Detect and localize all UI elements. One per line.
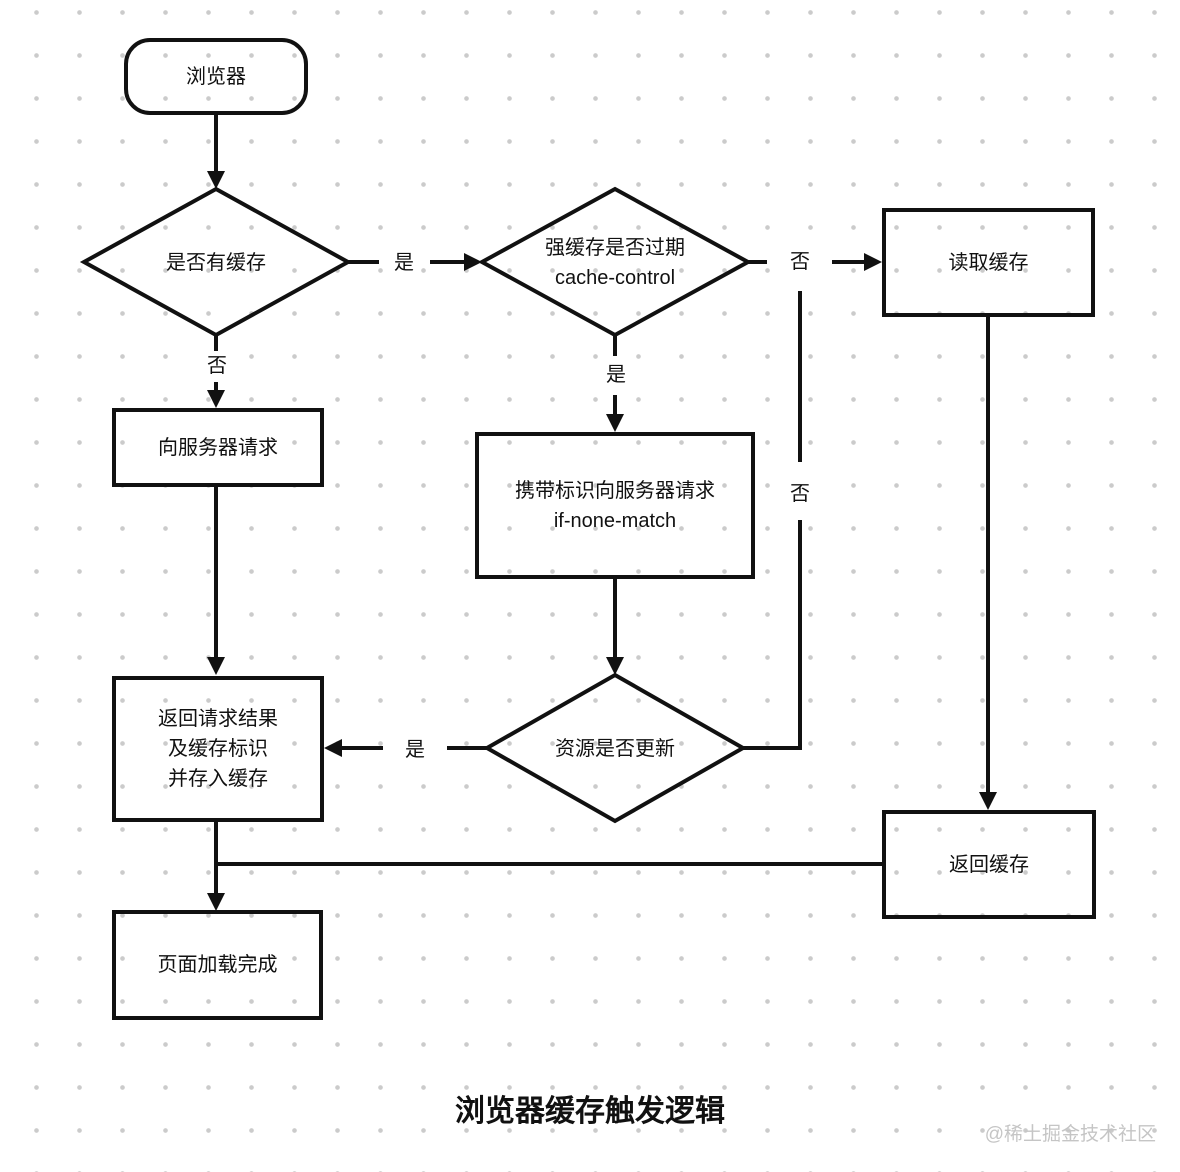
node-request-server: 向服务器请求 [112,408,324,487]
edge-label-resource-updated-yes: 是 [402,738,428,762]
arrowhead-into-strong-cache [464,253,482,271]
arrowhead-into-return-result [324,739,342,757]
edge-label-resource-updated-no: 否 [787,482,813,506]
arrowhead-into-return-cache [979,792,997,810]
arrowhead-into-identifier-box [606,414,624,432]
edge-label-has-cache-no: 否 [204,354,230,378]
node-return-result: 返回请求结果 及缓存标识 并存入缓存 [112,676,324,822]
arrowhead-into-resource-updated [606,657,624,675]
edge-label-strong-cache-no: 否 [787,250,813,274]
watermark-text: @稀土掘金技术社区 [984,1124,1156,1145]
arrowhead-into-page-loaded [207,893,225,911]
node-resource-updated-label: 资源是否更新 [555,738,675,760]
arrowhead-into-request-server [207,390,225,408]
node-page-loaded: 页面加载完成 [112,910,323,1020]
node-return-cache-label: 返回缓存 [949,853,1029,876]
node-read-cache-label: 读取缓存 [948,251,1029,274]
arrowhead-into-read-cache [864,253,882,271]
node-resource-updated-diamond [482,672,748,824]
arrowhead-into-return-result-top [207,657,225,675]
node-return-cache: 返回缓存 [882,810,1096,919]
diagram-title: 浏览器缓存触发逻辑 [455,1095,725,1128]
node-browser: 浏览器 [124,38,308,115]
node-page-loaded-label: 页面加载完成 [157,954,278,976]
node-read-cache: 读取缓存 [882,208,1095,317]
node-has-cache-label: 是否有缓存 [166,252,266,274]
edge-label-has-cache-yes: 是 [391,251,417,275]
node-request-with-identifier-label: 携带标识向服务器请求 if-none-match [515,479,715,532]
node-request-with-identifier: 携带标识向服务器请求 if-none-match [475,432,755,579]
node-strong-cache-expired-label: 强缓存是否过期 cache-control [545,237,685,289]
arrowhead-into-has-cache [207,171,225,189]
node-return-result-label: 返回请求结果 及缓存标识 并存入缓存 [158,708,278,790]
edge-label-strong-cache-yes: 是 [603,363,629,387]
edge-resource-no-seg1 [743,520,802,750]
node-request-server-label: 向服务器请求 [158,436,278,459]
node-browser-label: 浏览器 [186,65,246,88]
